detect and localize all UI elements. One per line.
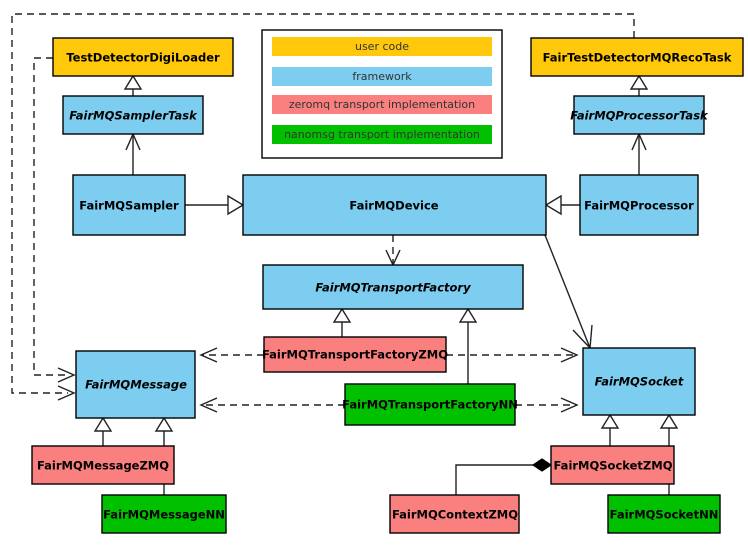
arrowhead-triangle-processor-device xyxy=(544,194,562,216)
node-label-testdetectordigiloader: TestDetectorDigiLoader xyxy=(66,51,220,65)
node-fairmqprocessortask[interactable]: FairMQProcessorTask xyxy=(570,95,709,135)
node-label-fairmqprocessor: FairMQProcessor xyxy=(584,199,694,213)
node-layer: TestDetectorDigiLoader FairMQSamplerTask… xyxy=(31,37,744,534)
arrowhead-triangle-socketzmq xyxy=(600,413,620,429)
node-fairmqtransportfactory[interactable]: FairMQTransportFactory xyxy=(262,264,524,310)
node-label-fairmqtransportfactorynn: FairMQTransportFactoryNN xyxy=(342,398,518,412)
node-fairmqdevice[interactable]: FairMQDevice xyxy=(242,174,547,236)
node-fairmqsampler[interactable]: FairMQSampler xyxy=(72,174,186,236)
node-fairmqsocket[interactable]: FairMQSocket xyxy=(582,347,696,416)
node-fairmqmessagezmq[interactable]: FairMQMessageZMQ xyxy=(31,445,175,485)
legend-label-framework: framework xyxy=(352,70,412,83)
legend-item-framework: framework xyxy=(272,67,492,86)
legend-swatch-framework xyxy=(272,67,492,86)
node-label-fairmqtransportfactoryzmq: FairMQTransportFactoryZMQ xyxy=(262,348,448,362)
arrowhead-triangle-sampler-device xyxy=(227,194,245,216)
node-label-fairmqcontextzmq: FairMQContextZMQ xyxy=(392,508,518,522)
edge-device-to-socket xyxy=(544,234,591,349)
arrowhead-triangle-tfnn xyxy=(458,307,478,323)
node-fairmqtransportfactorynn[interactable]: FairMQTransportFactoryNN xyxy=(342,383,518,426)
arrowhead-open-recotask-message xyxy=(57,385,76,401)
node-label-fairmqsocketnn: FairMQSocketNN xyxy=(610,508,719,522)
node-label-fairmqprocessortask: FairMQProcessorTask xyxy=(570,109,709,123)
node-fairtestdetectormqrecotask[interactable]: FairTestDetectorMQRecoTask xyxy=(530,37,744,77)
legend-label-nanomsg: nanomsg transport implementation xyxy=(284,128,480,141)
legend-swatch-nanomsg xyxy=(272,125,492,144)
arrowhead-triangle-messagezmq xyxy=(93,416,113,432)
node-label-fairmqmessage: FairMQMessage xyxy=(85,378,187,392)
arrowhead-triangle-tfzmq xyxy=(332,307,352,323)
legend: user code framework zeromq transport imp… xyxy=(261,29,503,159)
arrowhead-triangle-processortask xyxy=(629,74,649,90)
arrowhead-open-tfzmq-message xyxy=(199,347,218,363)
legend-swatch-zeromq xyxy=(272,95,492,114)
node-label-fairmqsocketzmq: FairMQSocketZMQ xyxy=(554,459,673,473)
legend-label-zeromq: zeromq transport implementation xyxy=(289,98,475,111)
edge-recotask-to-message xyxy=(11,13,635,394)
legend-item-user-code: user code xyxy=(272,37,492,56)
node-label-fairmqtransportfactory: FairMQTransportFactory xyxy=(315,281,471,295)
arrowhead-open-tfzmq-socket xyxy=(560,347,579,363)
arrowhead-open-tfnn-message xyxy=(199,397,218,413)
node-fairmqsocketzmq[interactable]: FairMQSocketZMQ xyxy=(550,445,675,485)
node-fairmqsamplertask[interactable]: FairMQSamplerTask xyxy=(62,95,204,135)
edge-socketzmq-to-contextzmq xyxy=(455,464,533,495)
node-fairmqsocketnn[interactable]: FairMQSocketNN xyxy=(607,494,721,534)
node-label-fairtestdetectormqrecotask: FairTestDetectorMQRecoTask xyxy=(543,51,732,65)
node-label-fairmqmessagezmq: FairMQMessageZMQ xyxy=(37,459,169,473)
node-label-fairmqsocket: FairMQSocket xyxy=(595,375,684,389)
node-fairmqmessage[interactable]: FairMQMessage xyxy=(75,350,196,419)
legend-item-nanomsg: nanomsg transport implementation xyxy=(272,125,492,144)
node-label-fairmqsampler: FairMQSampler xyxy=(79,199,179,213)
node-fairmqmessagenn[interactable]: FairMQMessageNN xyxy=(101,494,227,534)
legend-item-zeromq: zeromq transport implementation xyxy=(272,95,492,114)
node-label-fairmqsamplertask: FairMQSamplerTask xyxy=(69,109,198,123)
node-testdetectordigiloader[interactable]: TestDetectorDigiLoader xyxy=(52,37,234,77)
arrowhead-triangle-samplertask xyxy=(123,74,143,90)
arrowhead-triangle-socketnn xyxy=(659,413,679,429)
node-fairmqcontextzmq[interactable]: FairMQContextZMQ xyxy=(389,494,520,534)
diamond-composition-socketzmq xyxy=(531,458,553,472)
arrowhead-open-digiloader-message xyxy=(57,367,76,383)
node-fairmqprocessor[interactable]: FairMQProcessor xyxy=(579,174,699,236)
node-label-fairmqdevice: FairMQDevice xyxy=(349,199,438,213)
arrowhead-triangle-messagenn xyxy=(154,416,174,432)
legend-label-user-code: user code xyxy=(355,40,409,53)
node-label-fairmqmessagenn: FairMQMessageNN xyxy=(103,508,225,522)
node-fairmqtransportfactoryzmq[interactable]: FairMQTransportFactoryZMQ xyxy=(262,336,448,373)
edge-digiloader-to-message xyxy=(33,57,68,376)
arrowhead-open-tfnn-socket xyxy=(560,397,579,413)
legend-swatch-user-code xyxy=(272,37,492,56)
